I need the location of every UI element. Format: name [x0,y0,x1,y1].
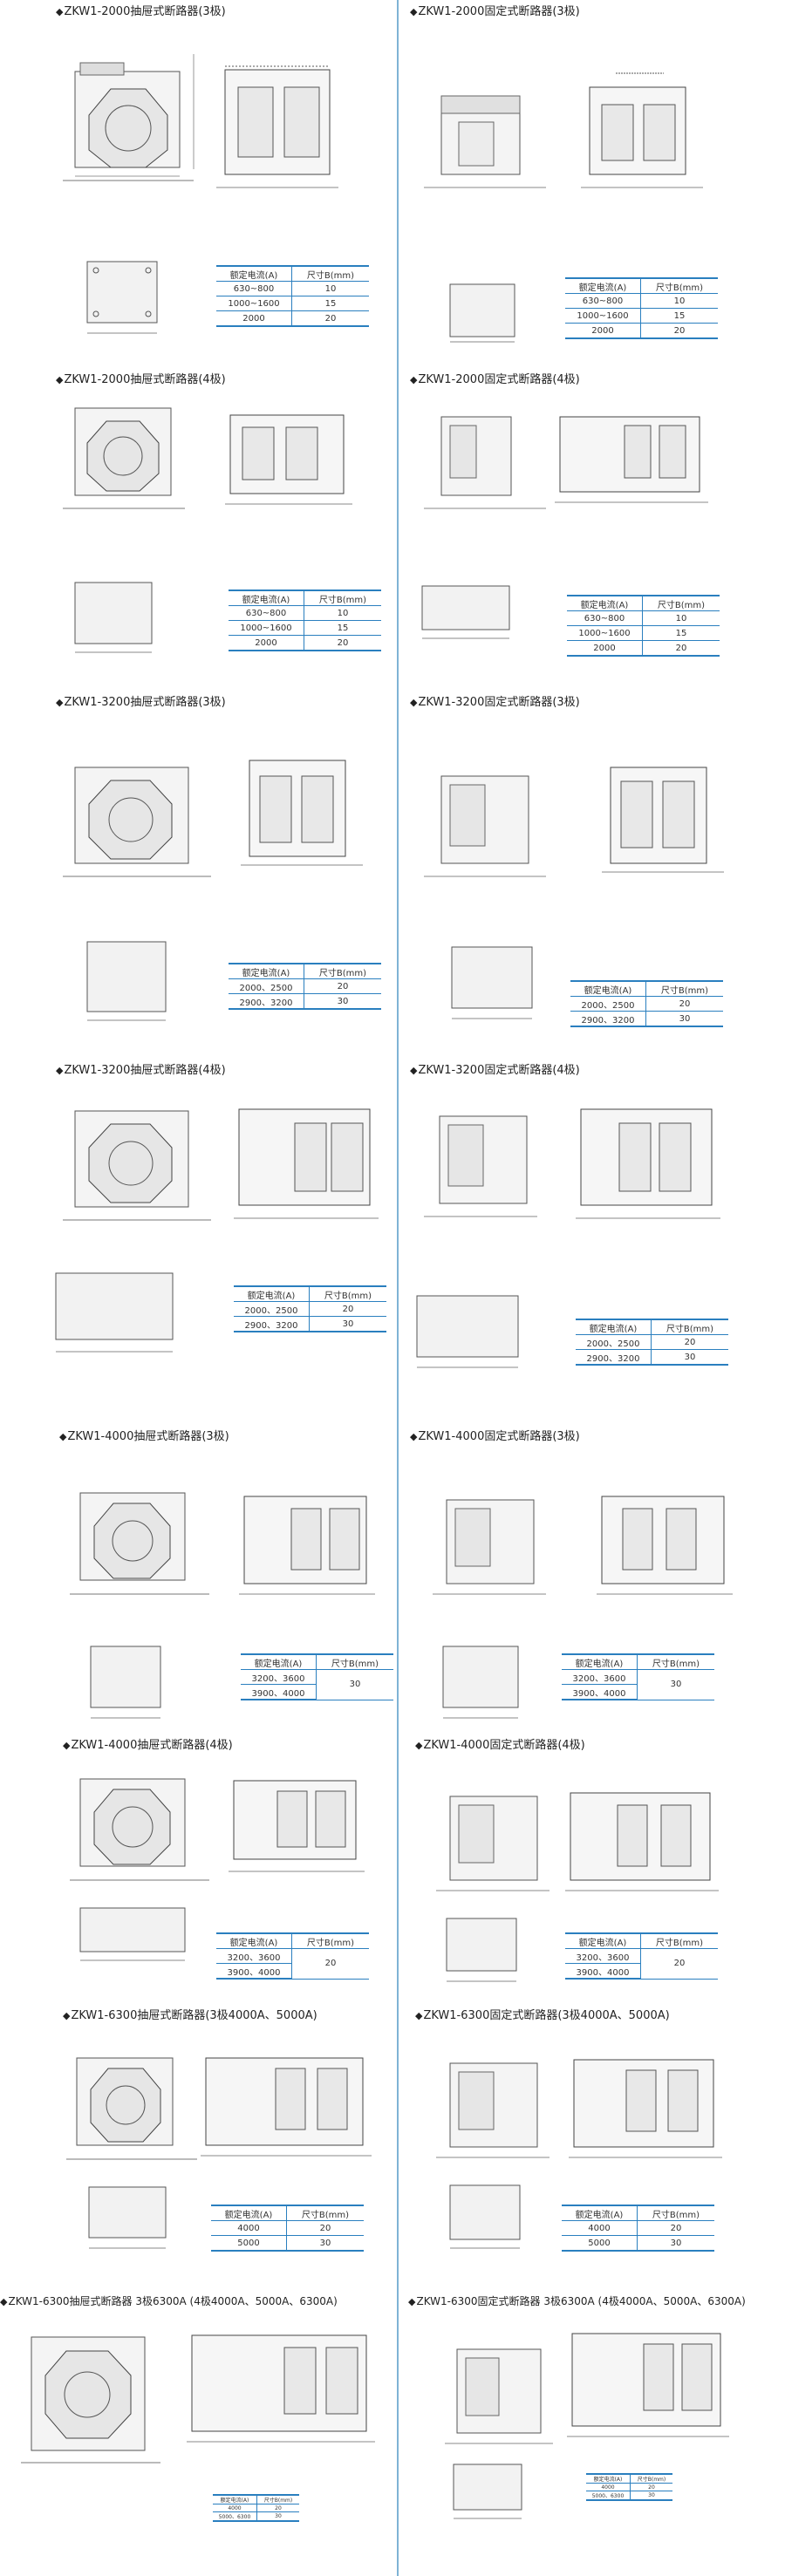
side-drawing-1 [63,19,202,202]
base-drawing-10 [436,1639,532,1727]
side-drawing-6 [424,741,555,889]
side-drawing-2 [424,78,555,209]
column-divider [397,0,399,2576]
side-drawing-10 [433,1482,555,1605]
front-drawing-5 [241,743,372,874]
base-drawing-5 [78,933,183,1029]
front-drawing-1 [216,61,347,201]
section-title: ◆ZKW1-6300固定式断路器(3极4000A、5000A) [415,2009,670,2022]
front-drawing-13 [201,2044,375,2166]
front-drawing-6 [602,741,733,881]
front-drawing-15 [187,2328,379,2450]
front-drawing-3 [225,410,356,515]
section-title: ◆ZKW1-4000抽屉式断路器(4极) [63,1739,233,1752]
front-drawing-11 [229,1767,368,1880]
side-drawing-12 [436,1770,558,1901]
side-drawing-8 [424,1090,546,1230]
section-title: ◆ZKW1-6300抽屉式断路器(3极4000A、5000A) [63,2009,317,2022]
base-drawing-8 [412,1291,525,1378]
base-drawing-7 [49,1266,180,1362]
base-drawing-1 [78,253,174,340]
base-drawing-14 [443,2178,530,2257]
base-drawing-12 [440,1912,527,1990]
side-drawing-15 [21,2320,169,2477]
section-title: ◆ZKW1-2000抽屉式断路器(4极) [56,373,226,386]
side-drawing-7 [63,1085,220,1233]
front-drawing-8 [576,1101,724,1231]
side-drawing-3 [63,391,202,521]
front-drawing-12 [565,1779,722,1901]
front-drawing-10 [597,1482,736,1605]
side-drawing-5 [63,733,220,889]
base-drawing-2 [445,279,523,349]
side-drawing-4 [424,391,555,521]
front-drawing-2 [581,61,712,201]
side-drawing-11 [70,1762,218,1892]
section-title: ◆ZKW1-3200固定式断路器(4极) [410,1064,580,1077]
base-drawing-4 [417,581,522,651]
base-drawing-3 [66,574,162,661]
section-title: ◆ZKW1-4000抽屉式断路器(3极) [59,1430,229,1443]
base-drawing-9 [84,1639,171,1727]
front-drawing-9 [239,1482,379,1605]
front-drawing-4 [555,408,712,513]
section-title: ◆ZKW1-2000固定式断路器(4极) [410,373,580,386]
side-drawing-9 [70,1475,218,1606]
side-drawing-13 [66,2041,206,2171]
side-drawing-14 [436,2046,558,2168]
section-title: ◆ZKW1-3200抽屉式断路器(3极) [56,696,226,709]
base-drawing-11 [73,1901,195,1971]
section-title: ◆ZKW1-2000抽屉式断路器(3极) [56,5,226,18]
section-title: ◆ZKW1-4000固定式断路器(4极) [415,1739,585,1752]
section-title: ◆ZKW1-6300固定式断路器 3极6300A (4极4000A、5000A、… [408,2295,746,2307]
section-title: ◆ZKW1-3200抽屉式断路器(4极) [56,1064,226,1077]
side-drawing-16 [445,2332,558,2454]
section-title: ◆ZKW1-3200固定式断路器(3极) [410,696,580,709]
front-drawing-7 [234,1101,382,1231]
base-drawing-6 [447,942,543,1029]
base-drawing-16 [447,2457,534,2527]
front-drawing-14 [569,2046,726,2168]
base-drawing-13 [82,2180,178,2259]
section-title: ◆ZKW1-4000固定式断路器(3极) [410,1430,580,1443]
front-drawing-16 [567,2325,733,2447]
section-title: ◆ZKW1-6300抽屉式断路器 3极6300A (4极4000A、5000A、… [0,2295,338,2307]
section-title: ◆ZKW1-2000固定式断路器(3极) [410,5,580,18]
